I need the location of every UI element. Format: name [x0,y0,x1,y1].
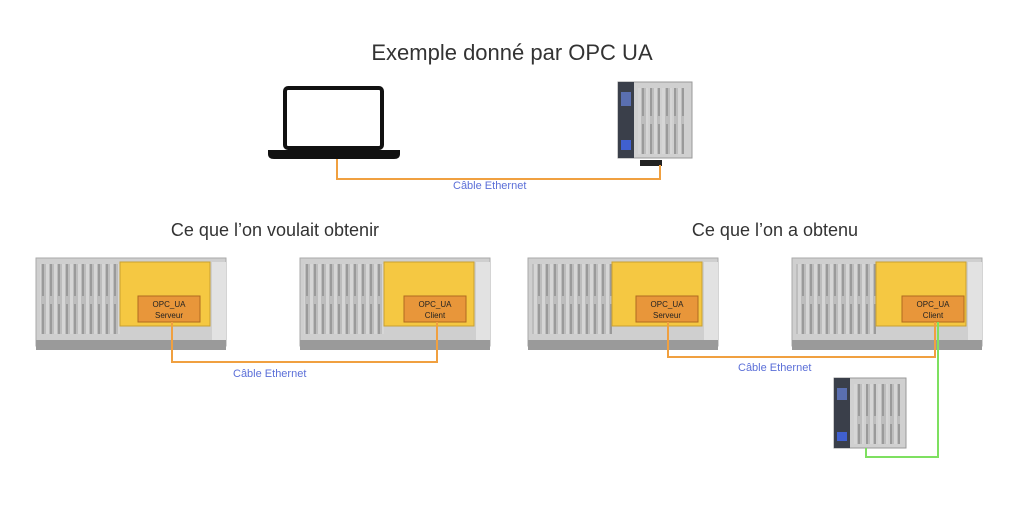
io-module-icon [617,81,693,166]
right-server-opc-label: OPC_UA [651,300,685,309]
top-cable-label: Câble Ethernet [453,180,527,192]
laptop-icon [268,86,400,159]
left-server-role-label: Serveur [155,311,183,320]
plc-right-client [791,257,983,350]
plc-left-client [299,257,491,350]
left-client-role-label: Client [425,311,446,320]
right-server-role-label: Serveur [653,311,681,320]
left-client-opc-label: OPC_UA [419,300,453,309]
left-ethernet-cable [171,322,438,363]
right-cable-label: Câble Ethernet [738,362,812,374]
left-server-opc-label: OPC_UA [153,300,187,309]
main-title: Exemple donné par OPC UA [371,40,653,65]
left-section-title: Ce que l’on voulait obtenir [170,220,380,240]
right-ethernet-cable [667,322,936,358]
right-client-opc-label: OPC_UA [917,300,951,309]
left-cable-label: Câble Ethernet [233,368,307,380]
right-section-title: Ce que l’on a obtenu [691,220,859,240]
plc-right-server [527,257,719,350]
top-ethernet-cable [336,159,661,180]
plc-left-server [35,257,227,350]
io-module-bottom-icon [833,377,907,449]
right-client-role-label: Client [923,311,944,320]
green-cable [865,322,939,458]
